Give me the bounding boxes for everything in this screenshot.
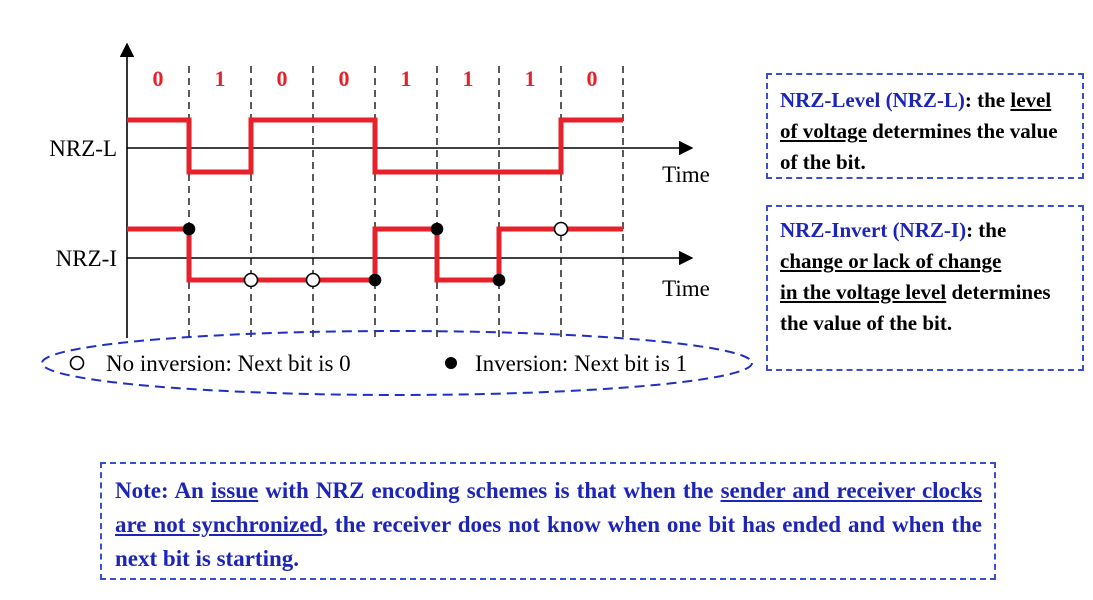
legend-filled-circle-icon	[445, 357, 457, 369]
nrz-i-underlined-2: in the voltage level	[780, 280, 947, 304]
legend-inversion: Inversion: Next bit is 1	[475, 351, 687, 376]
note-underline-1: issue	[210, 478, 259, 503]
bit-labels: 0 1 0 0 1 1 1 0	[153, 66, 598, 91]
bit-label: 0	[277, 66, 288, 91]
inversion-dot	[492, 273, 506, 287]
bit-label: 0	[153, 66, 164, 91]
nrz-i-term: NRZ-Invert (NRZ-I)	[780, 218, 967, 242]
no-inversion-dot	[243, 272, 259, 288]
nrz-l-colon: : the	[964, 88, 1006, 112]
nrz-diagram: 0 1 0 0 1 1 1 0 NRZ-L NRZ-I Time Time No invers…	[41, 42, 753, 396]
bit-label: 1	[401, 66, 412, 91]
nrz-i-colon: : the	[966, 218, 1007, 242]
nrz-i-time-label: Time	[662, 276, 710, 301]
legend-ellipse	[41, 330, 753, 396]
inversion-dot	[368, 273, 382, 287]
nrz-i-underlined-1: change or lack of change	[780, 249, 1002, 273]
note-underline-2: sender and receiver clocks are not synch…	[115, 478, 982, 537]
nrz-l-term: NRZ-Level (NRZ-L)	[780, 88, 965, 112]
note-part-3: , the receiver does not know when one bi…	[115, 512, 982, 571]
nrz-l-label: NRZ-L	[49, 136, 117, 161]
no-inversion-dot	[553, 221, 569, 237]
nrz-i-definition-box: NRZ-Invert (NRZ-I): the change or lack o…	[766, 205, 1084, 371]
nrz-l-underlined: level of voltage	[780, 88, 1052, 143]
note-part-1: Note: An	[115, 478, 211, 503]
bit-label: 1	[525, 66, 536, 91]
legend-no-inversion: No inversion: Next bit is 0	[106, 351, 351, 376]
no-inversion-dot	[305, 272, 321, 288]
inversion-markers	[182, 221, 569, 288]
bit-label: 1	[463, 66, 474, 91]
inversion-dot	[430, 222, 444, 236]
nrz-i-rest: determines the value of the bit.	[780, 280, 1051, 335]
note-box: Note: An issue with NRZ encoding schemes…	[100, 462, 996, 580]
nrz-l-definition-box: NRZ-Level (NRZ-L): the level of voltage …	[766, 73, 1084, 179]
bit-label: 0	[339, 66, 350, 91]
bit-label: 1	[215, 66, 226, 91]
bit-label: 0	[587, 66, 598, 91]
legend-open-circle-icon	[69, 355, 85, 371]
nrz-i-waveform	[127, 226, 623, 283]
bit-boundary-lines	[188, 66, 624, 340]
nrz-l-time-label: Time	[662, 162, 710, 187]
nrz-l-waveform	[127, 117, 623, 175]
nrz-l-rest: determines the value of the bit.	[780, 119, 1058, 174]
nrz-i-label: NRZ-I	[56, 246, 117, 271]
inversion-dot	[182, 222, 196, 236]
note-part-2: with NRZ encoding schemes is that when t…	[258, 478, 721, 503]
